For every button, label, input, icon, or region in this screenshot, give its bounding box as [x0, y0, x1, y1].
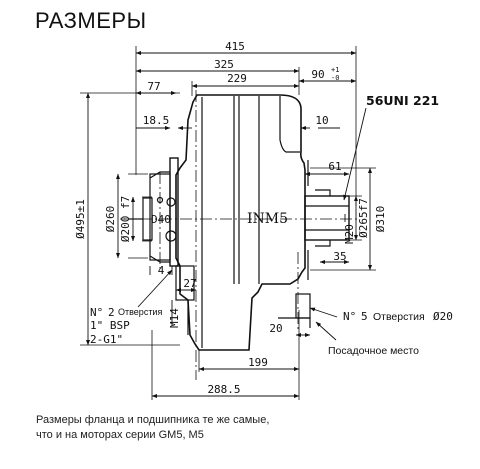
dim-288-5: 288.5	[207, 383, 240, 396]
holes-prefix: N°	[343, 310, 356, 323]
dimension-lines	[85, 50, 373, 399]
dim-229: 229	[227, 72, 247, 85]
dim-61: 61	[328, 160, 341, 173]
shaft-label: 56UNI 221	[366, 93, 439, 108]
fit-leader	[315, 321, 337, 341]
dim-90: 90	[311, 68, 324, 81]
holes-diam: Ø20	[433, 310, 453, 323]
dim-10: 10	[315, 114, 328, 127]
dim-495: Ø495±1	[74, 199, 87, 239]
ports-left-g1: 2-G1"	[90, 333, 123, 346]
dim-310: Ø310	[374, 206, 387, 233]
dim-m20: M20	[343, 224, 356, 244]
dim-325: 325	[214, 58, 234, 71]
dim-199: 199	[248, 356, 268, 369]
center-lines	[120, 90, 360, 380]
page-title: РАЗМЕРЫ	[35, 8, 147, 33]
dim-415: 415	[225, 40, 245, 53]
fit-label: Посадочное место	[328, 345, 419, 357]
ports-left-prefix: N°	[90, 306, 103, 319]
dim-265: Ø265f7	[357, 198, 370, 238]
dim-35: 35	[333, 250, 346, 263]
ports-left-count: 2	[108, 306, 115, 319]
leader-lines	[137, 107, 367, 341]
dim-90-tol-lower: -0	[331, 74, 339, 82]
dim-27: 27	[183, 277, 196, 290]
dim-d40: D40	[151, 213, 171, 226]
dim-77: 77	[147, 80, 160, 93]
model-label: INM5	[247, 211, 288, 227]
dim-90-tol-upper: +1	[331, 66, 339, 74]
ports-left-bsp: 1" BSP	[90, 319, 130, 332]
holes-leader	[309, 307, 338, 318]
footnote-line-2: что и на моторах серии GM5, M5	[36, 429, 204, 441]
port-leader	[137, 269, 173, 308]
holes-count: 5	[361, 310, 368, 323]
shaft-leader	[343, 107, 367, 201]
dim-m14: M14	[168, 308, 181, 328]
ports-left-text: Отверстия	[118, 307, 162, 317]
footnote: Размеры фланца и подшипника те же самые,…	[36, 413, 269, 443]
holes-text: Отверстия	[373, 311, 425, 323]
dim-200: Ø200 f7	[119, 196, 132, 242]
footnote-line-1: Размеры фланца и подшипника те же самые,	[36, 414, 270, 426]
dim-4: 4	[158, 264, 165, 277]
dim-260: Ø260	[104, 206, 117, 233]
dim-18-5: 18.5	[143, 114, 170, 127]
dim-20: 20	[269, 322, 282, 335]
